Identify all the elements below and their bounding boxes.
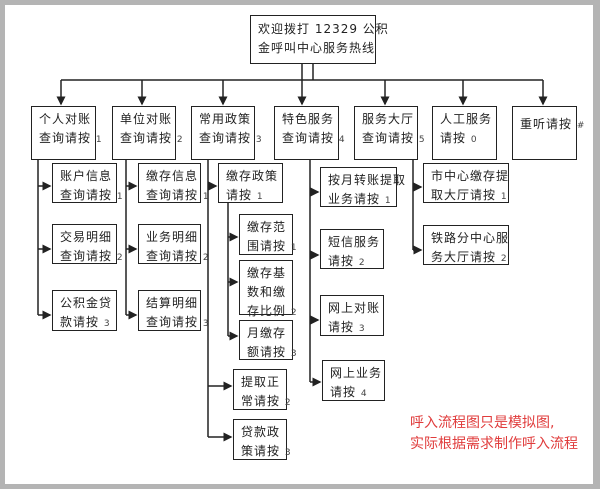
top-node-5: 服务大厅查询请按 5 bbox=[354, 106, 425, 160]
key-number: 1 bbox=[290, 243, 297, 253]
col3-node-3: 贷款政策请按 3 bbox=[233, 419, 291, 460]
col3sub-node-1: 缴存范围请按 1 bbox=[239, 214, 297, 255]
key-number: 3 bbox=[290, 349, 297, 359]
key-number: 2 bbox=[116, 253, 123, 263]
col1-node-2: 交易明细查询请按 2 bbox=[52, 224, 123, 264]
top-node-3: 常用政策查询请按 3 bbox=[191, 106, 262, 160]
key-number: 5 bbox=[418, 135, 425, 145]
key-number: 4 bbox=[360, 389, 367, 399]
top-node-4: 特色服务查询请按 4 bbox=[274, 106, 345, 160]
key-number: 1 bbox=[116, 192, 123, 202]
key-number: 3 bbox=[358, 324, 365, 334]
key-number: 2 bbox=[202, 253, 209, 263]
top-node-6: 人工服务请按 0 bbox=[432, 106, 497, 160]
col1-node-1: 账户信息查询请按 1 bbox=[52, 163, 123, 203]
col2-node-2: 业务明细查询请按 2 bbox=[138, 224, 209, 264]
col2-node-3: 结算明细查询请按 3 bbox=[138, 290, 209, 331]
key-number: 2 bbox=[500, 254, 507, 264]
key-number: 4 bbox=[338, 135, 345, 145]
key-number: 3 bbox=[255, 135, 262, 145]
col3sub-node-2: 缴存基数和缴存比例 2 bbox=[239, 260, 297, 318]
key-number: 3 bbox=[103, 319, 110, 329]
key-number: 1 bbox=[202, 192, 209, 202]
top-node-1: 个人对账查询请按 1 bbox=[31, 106, 102, 160]
key-number: 3 bbox=[202, 319, 209, 329]
col4-node-4: 网上业务请按 4 bbox=[322, 360, 385, 401]
key-number: 1 bbox=[500, 192, 507, 202]
col3-node-2: 提取正常请按 2 bbox=[233, 369, 291, 410]
key-number: 2 bbox=[284, 398, 291, 408]
key-number: 3 bbox=[284, 448, 291, 458]
key-number: 1 bbox=[256, 192, 263, 202]
col3-node-1: 缴存政策请按 1 bbox=[218, 163, 283, 203]
col3sub-node-3: 月缴存额请按 3 bbox=[239, 320, 297, 360]
top-node-7: 重听请按 # bbox=[512, 106, 584, 160]
root-node: 欢迎拨打 12329 公积 金呼叫中心服务热线 bbox=[250, 15, 388, 64]
col4-node-1: 按月转账提取业务请按 1 bbox=[320, 167, 405, 207]
key-number: 1 bbox=[95, 135, 102, 145]
col4-node-3: 网上对账请按 3 bbox=[320, 295, 384, 336]
note-text: 呼入流程图只是模拟图, 实际根据需求制作呼入流程 bbox=[410, 415, 578, 452]
key-number: # bbox=[576, 121, 585, 131]
col2-node-1: 缴存信息查询请按 1 bbox=[138, 163, 209, 203]
key-number: 1 bbox=[384, 196, 391, 206]
key-number: 2 bbox=[176, 135, 183, 145]
key-number: 2 bbox=[358, 258, 365, 268]
top-node-2: 单位对账查询请按 2 bbox=[112, 106, 183, 160]
col4-node-2: 短信服务请按 2 bbox=[320, 229, 384, 269]
key-number: 2 bbox=[290, 308, 297, 318]
col5-node-2: 铁路分中心服务大厅请按 2 bbox=[423, 225, 509, 265]
col1-node-3: 公积金贷款请按 3 bbox=[52, 290, 117, 331]
col5-node-1: 市中心缴存提取大厅请按 1 bbox=[423, 163, 509, 203]
key-number: 0 bbox=[470, 135, 477, 145]
